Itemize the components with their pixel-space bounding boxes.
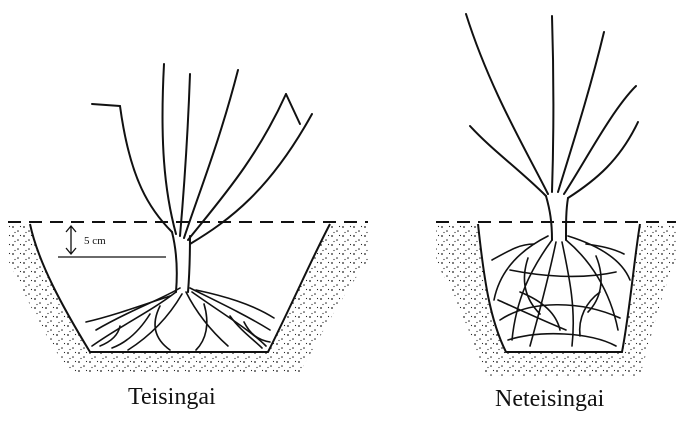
right-soil — [436, 224, 676, 376]
left-soil — [8, 224, 368, 372]
right-hole-outline — [478, 224, 640, 352]
left-shrub — [92, 64, 312, 292]
correct-planting-panel: 5 cm — [8, 64, 368, 372]
depth-marker: 5 cm — [58, 226, 166, 257]
depth-label: 5 cm — [84, 235, 106, 247]
right-roots — [492, 236, 630, 346]
incorrect-planting-panel — [436, 14, 676, 376]
caption-correct: Teisingai — [128, 384, 216, 411]
left-roots — [86, 288, 274, 350]
caption-incorrect: Neteisingai — [495, 386, 604, 413]
right-shrub — [466, 14, 638, 240]
